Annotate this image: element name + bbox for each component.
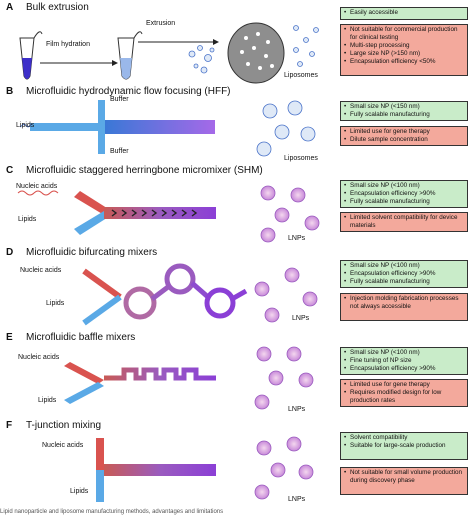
lipids-label: Lipids: [70, 488, 89, 495]
advantage-item: Encapsulation efficiency >90%: [344, 190, 464, 198]
advantage-item: Encapsulation efficiency >90%: [344, 270, 464, 278]
panel-letter: C: [6, 165, 14, 176]
advantage-item: Fully scalable manufacturing: [344, 111, 464, 119]
figure-caption: Lipid nanoparticle and liposome manufact…: [0, 509, 224, 515]
limitation-item: Not suitable for small volume production…: [344, 469, 464, 485]
nucleic-acids-label: Nucleic acids: [42, 442, 84, 449]
limitations-box: Limited use for gene therapy Requires mo…: [340, 379, 468, 407]
advantage-item: Fully scalable manufacturing: [344, 278, 464, 286]
advantage-item: Small size NP (<100 nm): [344, 262, 464, 270]
product-label: Liposomes: [284, 72, 318, 79]
panel-e: E Microfluidic baffle mixers Nucleic aci…: [0, 330, 474, 418]
advantages-box: Small size NP (<150 nm) Fully scalable m…: [340, 101, 468, 121]
panel-b: B Microfluidic hydrodynamic flow focusin…: [0, 84, 474, 164]
panel-letter: A: [6, 2, 14, 13]
nucleic-acids-label: Nucleic acids: [20, 267, 62, 274]
limitations-box: Not suitable for commercial production f…: [340, 24, 468, 76]
shm-channel-illustration: [17, 185, 320, 243]
nucleic-acids-label: Nucleic acids: [16, 183, 58, 190]
limitation-item: Encapsulation efficiency <50%: [344, 58, 464, 66]
baffle-mixer-illustration: [64, 346, 314, 410]
panel-f: F T-junction mixing Nucleic acids Lipids…: [0, 418, 474, 510]
panel-title: Microfluidic hydrodynamic flow focusing …: [26, 86, 231, 97]
panel-c: C Microfluidic staggered herringbone mic…: [0, 163, 474, 245]
panel-d: D Microfluidic bifurcating mixers Nuclei…: [0, 245, 474, 330]
advantage-item: Easily accessible: [344, 9, 464, 17]
limitations-box: Limited solvent compatibility for device…: [340, 212, 468, 232]
product-label: LNPs: [288, 496, 306, 503]
limitation-item: Limited use for gene therapy: [344, 128, 464, 136]
hff-channel-illustration: [19, 100, 316, 157]
extrusion-label: Extrusion: [146, 20, 176, 27]
advantages-box: Small size NP (<100 nm) Fine tuning of N…: [340, 347, 468, 375]
advantage-item: Small size NP (<100 nm): [344, 349, 464, 357]
advantages-box: Small size NP (<100 nm) Encapsulation ef…: [340, 260, 468, 288]
advantage-item: Fully scalable manufacturing: [344, 198, 464, 206]
limitation-item: Limited solvent compatibility for device…: [344, 214, 464, 230]
bulk-extrusion-illustration: [19, 22, 319, 84]
nucleic-acids-label: Nucleic acids: [18, 354, 60, 361]
film-hydration-label: Film hydration: [46, 41, 90, 48]
limitation-item: Multi-step processing: [344, 42, 464, 50]
panel-a: A Bulk extrusion Film hydration Extrusio…: [0, 0, 474, 85]
limitation-item: Dilute sample concentration: [344, 136, 464, 144]
limitation-item: Injection molding fabrication processes …: [344, 295, 464, 311]
panel-title: Bulk extrusion: [26, 2, 89, 13]
lipids-label: Lipids: [18, 216, 37, 223]
limitations-box: Limited use for gene therapy Dilute samp…: [340, 126, 468, 146]
panel-title: Microfluidic staggered herringbone micro…: [26, 165, 263, 176]
advantages-box: Solvent compatibility Suitable for large…: [340, 432, 468, 460]
panel-title: T-junction mixing: [26, 420, 102, 431]
panel-title: Microfluidic bifurcating mixers: [26, 247, 158, 258]
limitation-item: Large size NP (>150 nm): [344, 50, 464, 58]
panel-letter: F: [6, 420, 13, 431]
advantage-item: Solvent compatibility: [344, 434, 464, 442]
product-label: LNPs: [288, 406, 306, 413]
limitation-item: Requires modified design for low product…: [344, 389, 464, 405]
product-label: Liposomes: [284, 155, 318, 162]
limitation-item: Not suitable for commercial production f…: [344, 26, 464, 42]
limitations-box: Injection molding fabrication processes …: [340, 293, 468, 321]
panel-letter: E: [6, 332, 13, 343]
advantage-item: Encapsulation efficiency >90%: [344, 365, 464, 373]
product-label: LNPs: [288, 235, 306, 242]
t-junction-illustration: [96, 436, 314, 502]
advantage-item: Small size NP (<100 nm): [344, 182, 464, 190]
limitation-item: Limited use for gene therapy: [344, 381, 464, 389]
lipids-label: Lipids: [16, 122, 35, 129]
panel-letter: B: [6, 86, 14, 97]
bifurcating-mixer-illustration: [82, 263, 318, 326]
advantage-item: Small size NP (<150 nm): [344, 103, 464, 111]
lipids-label: Lipids: [38, 397, 57, 404]
buffer-top-label: Buffer: [110, 96, 129, 103]
lipids-label: Lipids: [46, 300, 65, 307]
product-label: LNPs: [292, 315, 310, 322]
limitations-box: Not suitable for small volume production…: [340, 467, 468, 495]
advantages-box: Small size NP (<100 nm) Encapsulation ef…: [340, 180, 468, 208]
panel-title: Microfluidic baffle mixers: [26, 332, 136, 343]
panel-letter: D: [6, 247, 14, 258]
advantages-box: Easily accessible: [340, 7, 468, 20]
advantage-item: Suitable for large-scale production: [344, 442, 464, 450]
advantage-item: Fine tuning of NP size: [344, 357, 464, 365]
buffer-bottom-label: Buffer: [110, 148, 129, 155]
